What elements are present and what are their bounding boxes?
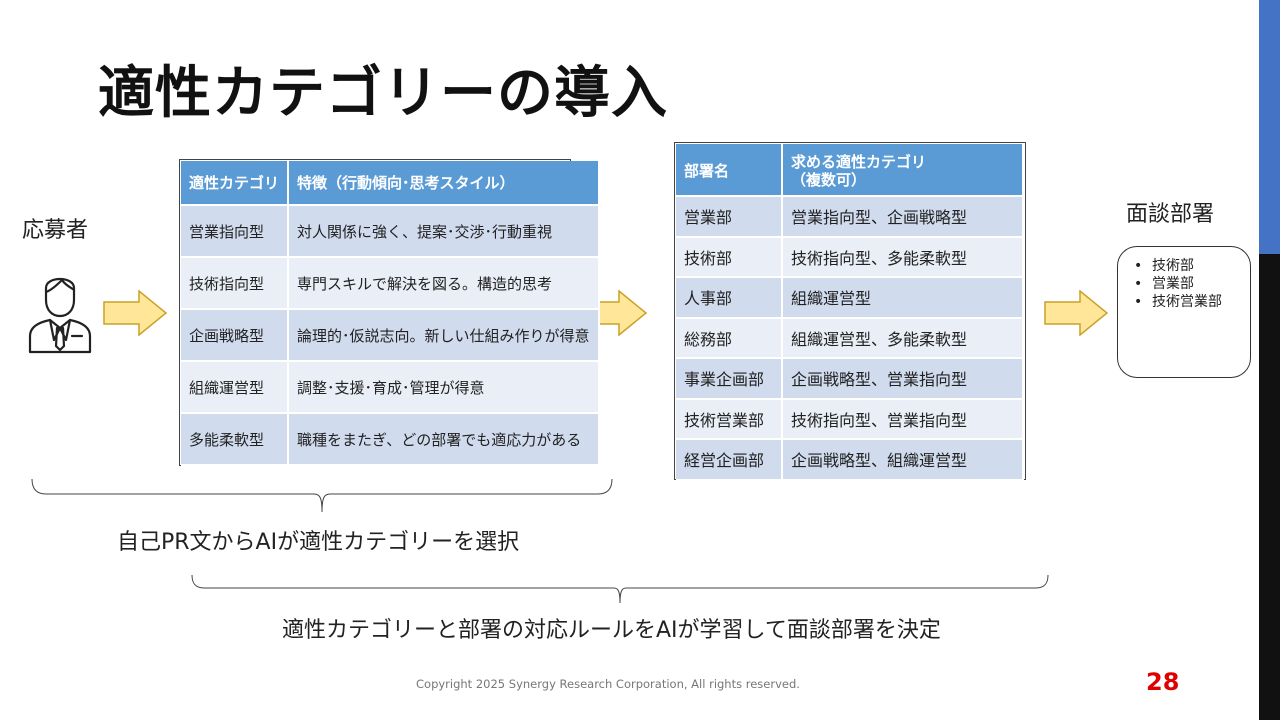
table-row: 多能柔軟型 職種をまたぎ、どの部署でも適応力がある	[181, 413, 600, 466]
table-cell: 営業指向型	[181, 205, 290, 258]
applicant-label: 応募者	[22, 218, 89, 243]
column-header-note: （複数可）	[791, 170, 867, 189]
table-row: 人事部 組織運営型	[676, 277, 1024, 319]
table-cell: 専門スキルで解決を図る。構造的思考	[288, 257, 600, 310]
accent-bar-dark	[1259, 254, 1280, 720]
accent-bar-blue	[1259, 0, 1280, 254]
table-cell: 事業企画部	[676, 358, 783, 400]
interview-department-title: 面談部署	[1126, 202, 1215, 227]
column-header: 特徴（行動傾向･思考スタイル）	[288, 161, 600, 206]
table-cell: 技術指向型、多能柔軟型	[782, 236, 1024, 278]
table-cell: 調整･支援･育成･管理が得意	[288, 361, 600, 414]
table-cell: 組織運営型	[181, 361, 290, 414]
table-cell: 技術営業部	[676, 398, 783, 440]
table-cell: 技術指向型、営業指向型	[782, 398, 1024, 440]
table-cell: 職種をまたぎ、どの部署でも適応力がある	[288, 413, 600, 466]
table-cell: 論理的･仮説志向。新しい仕組み作りが得意	[288, 309, 600, 362]
table-row: 組織運営型 調整･支援･育成･管理が得意	[181, 361, 600, 414]
list-item: 営業部	[1134, 275, 1250, 293]
table-cell: 多能柔軟型	[181, 413, 290, 466]
list-item: 技術部	[1134, 257, 1250, 275]
interview-department-box: 技術部 営業部 技術営業部	[1117, 246, 1251, 378]
table-row: 営業部 営業指向型、企画戦略型	[676, 196, 1024, 238]
table-row: 事業企画部 企画戦略型、営業指向型	[676, 358, 1024, 400]
table-cell: 組織運営型	[782, 277, 1024, 319]
table-cell: 対人関係に強く、提案･交渉･行動重視	[288, 205, 600, 258]
copyright-text: Copyright 2025 Synergy Research Corporat…	[416, 677, 800, 691]
column-header: 部署名	[676, 144, 783, 197]
table-cell: 営業部	[676, 196, 783, 238]
table-row: 技術部 技術指向型、多能柔軟型	[676, 236, 1024, 278]
department-aptitude-table: 部署名 求める適性カテゴリ （複数可） 営業部 営業指向型、企画戦略型 技術部 …	[674, 142, 1026, 481]
page-number: 28	[1146, 668, 1180, 696]
table-row: 総務部 組織運営型、多能柔軟型	[676, 317, 1024, 359]
table-header-row: 部署名 求める適性カテゴリ （複数可）	[676, 144, 1024, 197]
table-row: 技術指向型 専門スキルで解決を図る。構造的思考	[181, 257, 600, 310]
table-cell: 組織運営型、多能柔軟型	[782, 317, 1024, 359]
brace-decide	[190, 574, 1052, 604]
table-cell: 総務部	[676, 317, 783, 359]
interview-department-list: 技術部 営業部 技術営業部	[1118, 247, 1250, 311]
table-cell: 企画戦略型、営業指向型	[782, 358, 1024, 400]
table-row: 企画戦略型 論理的･仮説志向。新しい仕組み作りが得意	[181, 309, 600, 362]
table-cell: 技術指向型	[181, 257, 290, 310]
column-header-line: 求める適性カテゴリ	[791, 152, 927, 171]
aptitude-category-table: 適性カテゴリ 特徴（行動傾向･思考スタイル） 営業指向型 対人関係に強く、提案･…	[179, 159, 600, 466]
person-with-tie-icon	[26, 270, 94, 354]
table-row: 技術営業部 技術指向型、営業指向型	[676, 398, 1024, 440]
table-row: 経営企画部 企画戦略型、組織運営型	[676, 439, 1024, 481]
table-row: 営業指向型 対人関係に強く、提案･交渉･行動重視	[181, 205, 600, 258]
column-header: 求める適性カテゴリ （複数可）	[782, 144, 1024, 197]
table-cell: 人事部	[676, 277, 783, 319]
arrow-right-icon	[103, 290, 167, 336]
table-cell: 企画戦略型	[181, 309, 290, 362]
list-item: 技術営業部	[1134, 293, 1250, 311]
column-header: 適性カテゴリ	[181, 161, 290, 206]
table-cell: 経営企画部	[676, 439, 783, 481]
brace-select	[30, 478, 614, 514]
arrow-right-icon	[1044, 290, 1108, 336]
table-cell: 企画戦略型、組織運営型	[782, 439, 1024, 481]
slide-title: 適性カテゴリーの導入	[98, 61, 668, 126]
table-cell: 技術部	[676, 236, 783, 278]
caption-ai-decide: 適性カテゴリーと部署の対応ルールをAIが学習して面談部署を決定	[282, 618, 941, 643]
caption-ai-select: 自己PR文からAIが適性カテゴリーを選択	[117, 530, 520, 555]
table-cell: 営業指向型、企画戦略型	[782, 196, 1024, 238]
table-header-row: 適性カテゴリ 特徴（行動傾向･思考スタイル）	[181, 161, 600, 206]
